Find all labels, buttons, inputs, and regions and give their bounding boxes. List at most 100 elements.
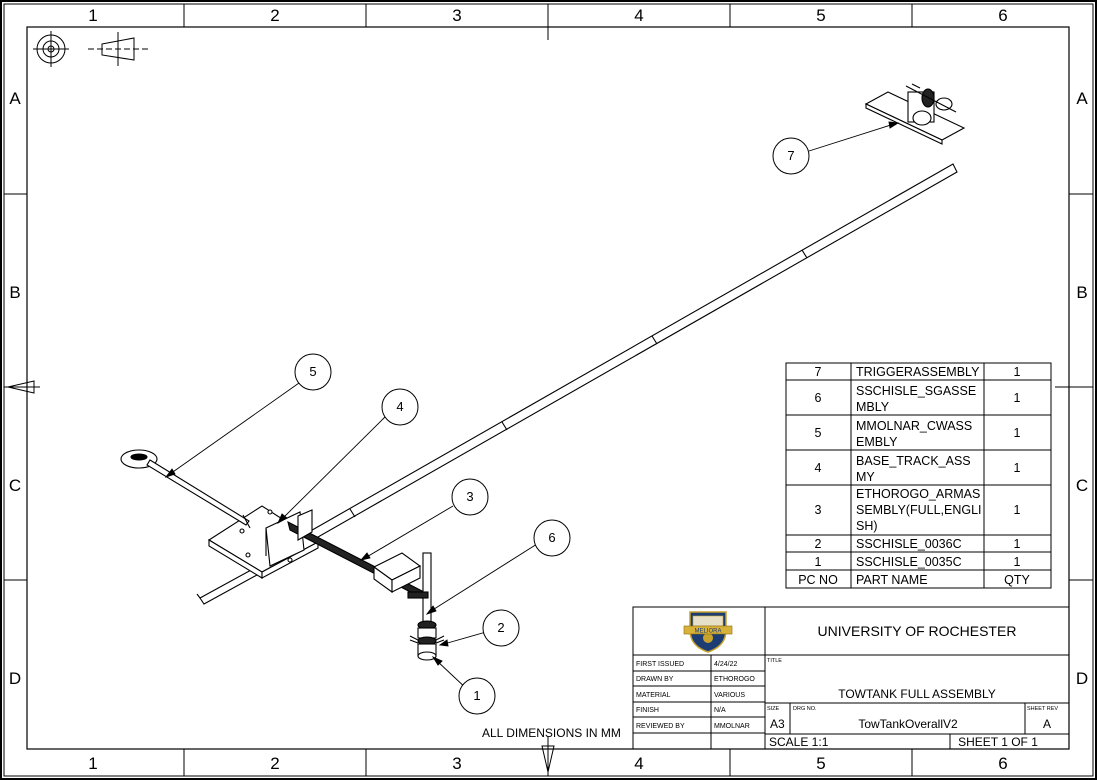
bom-name: MMOLNAR_CWASS xyxy=(856,419,972,433)
bom-row-7: 7 TRIGGERASSEMBLY 1 xyxy=(815,365,1021,379)
bom-pc: 5 xyxy=(815,426,822,440)
sensor-post xyxy=(407,552,445,661)
reviewed-by-label: REVIEWED BY xyxy=(636,723,685,730)
dimensions-note: ALL DIMENSIONS IN MM xyxy=(482,726,621,740)
balloon-2: 2 xyxy=(482,609,520,647)
bom-qty: 1 xyxy=(1014,537,1021,551)
bom-name: MY xyxy=(856,470,875,484)
zone-row-left-b: B xyxy=(9,283,20,302)
bom-name: SSCHISLE_0036C xyxy=(856,537,962,551)
balloon-4: 4 xyxy=(381,388,419,426)
material-value: VARIOUS xyxy=(714,692,745,699)
bom-pc: 1 xyxy=(815,555,822,569)
arm-motor-box xyxy=(372,552,422,594)
balloon-5: 5 xyxy=(294,353,332,391)
bom-name: SSCHISLE_SGASSE xyxy=(856,384,976,398)
balloon-leaders xyxy=(164,121,900,692)
zone-col-top-2: 2 xyxy=(270,6,279,25)
zone-col-bottom-3: 3 xyxy=(452,754,461,773)
bom-name: SSCHISLE_0035C xyxy=(856,555,962,569)
drawing-title: TOWTANK FULL ASSEMBLY xyxy=(838,687,996,701)
drawn-by-value: ETHOROGO xyxy=(714,676,755,683)
drg-no-label: DRG NO. xyxy=(793,706,817,712)
bom-name: SH) xyxy=(856,519,878,533)
zone-col-bottom-6: 6 xyxy=(998,754,1007,773)
balloon-1: 1 xyxy=(458,677,496,715)
bom-qty: 1 xyxy=(1014,426,1021,440)
bom-qty: 1 xyxy=(1014,391,1021,405)
balloon-1-label: 1 xyxy=(473,688,480,703)
university-seal-logo: MELIORA xyxy=(683,611,733,653)
scale-value: SCALE 1:1 xyxy=(769,735,829,749)
material-label: MATERIAL xyxy=(636,692,671,699)
balloons: 1 2 3 4 5 6 7 xyxy=(294,137,810,715)
finish-label: FINISH xyxy=(636,707,659,714)
sheet-number: SHEET 1 OF 1 xyxy=(958,735,1038,749)
bom-row-2: 2 SSCHISLE_0036C 1 xyxy=(815,537,1021,551)
centering-marks xyxy=(7,380,555,773)
bom-row-5: 5 MMOLNAR_CWASS EMBLY 1 xyxy=(815,419,1021,449)
logo-text: MELIORA xyxy=(694,629,721,635)
sheet-rev-label: SHEET REV xyxy=(1027,706,1058,712)
bom-row-4: 4 BASE_TRACK_ASS MY 1 xyxy=(815,454,1021,484)
zone-col-top-3: 3 xyxy=(452,6,461,25)
bom-name: SEMBLY(FULL,ENGLI xyxy=(856,503,982,517)
zone-col-bottom-1: 1 xyxy=(88,754,97,773)
bom-qty: 1 xyxy=(1014,555,1021,569)
zone-col-bottom-5: 5 xyxy=(816,754,825,773)
bom-qty: 1 xyxy=(1014,365,1021,379)
zone-row-right-b: B xyxy=(1076,283,1087,302)
finish-value: N/A xyxy=(714,707,726,714)
balloon-6-label: 6 xyxy=(548,530,555,545)
bom-pc: 4 xyxy=(815,461,822,475)
balloon-3-label: 3 xyxy=(466,489,473,504)
reviewed-by-value: MMOLNAR xyxy=(714,723,750,730)
bom-header-pc: PC NO xyxy=(798,573,838,587)
zone-col-top-6: 6 xyxy=(998,6,1007,25)
bom-name: TRIGGERASSEMBLY xyxy=(856,365,980,379)
zone-col-bottom-2: 2 xyxy=(270,754,279,773)
size-label: SIZE xyxy=(767,706,780,712)
balloon-4-label: 4 xyxy=(396,399,403,414)
bom-table: 7 TRIGGERASSEMBLY 1 6 SSCHISLE_SGASSE MB… xyxy=(785,362,1052,589)
balloon-2-label: 2 xyxy=(497,620,504,635)
bom-name: EMBLY xyxy=(856,435,898,449)
bom-name: MBLY xyxy=(856,400,890,414)
bom-pc: 7 xyxy=(815,365,822,379)
first-issued-value: 4/24/22 xyxy=(714,661,737,668)
bom-header-qty: QTY xyxy=(1004,573,1030,587)
zone-row-right-c: C xyxy=(1076,476,1088,495)
title-block: MELIORA UNIVERSITY OF ROCHESTER FIRST IS… xyxy=(632,606,1070,750)
size-value: A3 xyxy=(770,717,785,731)
zone-row-left-a: A xyxy=(9,89,21,108)
zone-col-top-4: 4 xyxy=(634,6,643,25)
bom-header-name: PART NAME xyxy=(856,573,928,587)
projection-symbol xyxy=(33,31,150,67)
zone-col-top-5: 5 xyxy=(816,6,825,25)
zone-ticks xyxy=(4,4,1093,776)
zone-col-top-1: 1 xyxy=(88,6,97,25)
university-name: UNIVERSITY OF ROCHESTER xyxy=(818,623,1017,639)
trigger-assembly xyxy=(864,83,966,145)
zone-labels: 1 2 3 4 5 6 1 2 3 4 5 6 A B C D A B C D xyxy=(9,6,1088,773)
sheet-rev-value: A xyxy=(1043,717,1051,731)
drg-no-value: TowTankOverallV2 xyxy=(858,717,958,731)
bom-qty: 1 xyxy=(1014,503,1021,517)
caliper-arm xyxy=(120,449,251,529)
bom-row-1: 1 SSCHISLE_0035C 1 xyxy=(815,555,1021,569)
first-issued-label: FIRST ISSUED xyxy=(636,661,684,668)
bom-name: ETHOROGO_ARMAS xyxy=(856,487,980,501)
zone-row-left-c: C xyxy=(9,476,21,495)
balloon-5-label: 5 xyxy=(309,364,316,379)
bom-row-3: 3 ETHOROGO_ARMAS SEMBLY(FULL,ENGLI SH) 1 xyxy=(815,487,1021,533)
balloon-6: 6 xyxy=(533,519,571,557)
bom-pc: 3 xyxy=(815,503,822,517)
zone-row-right-d: D xyxy=(1076,669,1088,688)
bom-qty: 1 xyxy=(1014,461,1021,475)
balloon-3: 3 xyxy=(451,478,489,516)
bom-header: PC NO PART NAME QTY xyxy=(798,573,1030,587)
bom-pc: 2 xyxy=(815,537,822,551)
title-label: TITLE xyxy=(767,658,782,664)
bom-row-6: 6 SSCHISLE_SGASSE MBLY 1 xyxy=(815,384,1021,414)
bom-pc: 6 xyxy=(815,391,822,405)
